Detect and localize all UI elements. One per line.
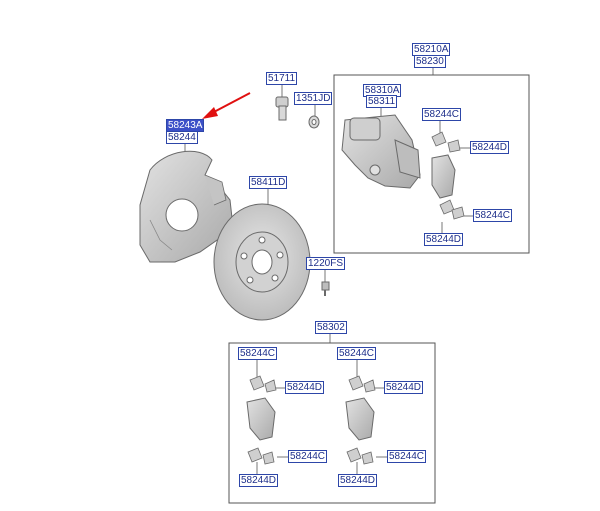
label-58244c-caliper-bottom[interactable]: 58244C: [473, 209, 513, 222]
caliper-pad-part[interactable]: [431, 154, 456, 199]
label-58302[interactable]: 58302: [315, 321, 347, 334]
label-58244[interactable]: 58244: [166, 131, 198, 144]
caliper-clips: [431, 131, 465, 220]
label-58243a[interactable]: 58243A: [166, 119, 205, 132]
label-58244d-caliper-right[interactable]: 58244D: [470, 141, 510, 154]
label-58411d[interactable]: 58411D: [249, 176, 288, 189]
label-58244c-kit-right-top[interactable]: 58244C: [337, 347, 377, 360]
pad-kit-right-set[interactable]: [345, 375, 376, 465]
label-58244d-kit-left-right[interactable]: 58244D: [285, 381, 325, 394]
label-58244d-kit-left-bottom[interactable]: 58244D: [239, 474, 279, 487]
pad-kit-left-set[interactable]: [246, 375, 277, 465]
screw-part[interactable]: [321, 281, 330, 296]
caliper-group-box: [333, 74, 530, 254]
label-58230[interactable]: 58230: [414, 55, 446, 68]
pointer-arrow-icon: [202, 92, 251, 119]
label-58244c-kit-left-bottom[interactable]: 58244C: [288, 450, 328, 463]
brake-disc-part[interactable]: [213, 203, 311, 321]
label-58244c-kit-right-bottom[interactable]: 58244C: [387, 450, 427, 463]
backing-plate-part[interactable]: [139, 150, 233, 263]
label-1351jd[interactable]: 1351JD: [294, 92, 333, 105]
label-58244c-kit-left-top[interactable]: 58244C: [238, 347, 278, 360]
label-1220fs[interactable]: 1220FS: [306, 257, 346, 270]
washer-part[interactable]: [308, 115, 320, 129]
label-58244d-kit-right-right[interactable]: 58244D: [384, 381, 424, 394]
bolt-part[interactable]: [275, 96, 289, 121]
label-58311[interactable]: 58311: [366, 95, 398, 108]
pad-kit-group-box: [228, 342, 436, 504]
label-58244d-caliper-bottom[interactable]: 58244D: [424, 233, 464, 246]
label-51711[interactable]: 51711: [266, 72, 298, 85]
caliper-part[interactable]: [341, 114, 421, 189]
label-58244d-kit-right-bottom[interactable]: 58244D: [338, 474, 378, 487]
label-58244c-caliper-top[interactable]: 58244C: [422, 108, 462, 121]
